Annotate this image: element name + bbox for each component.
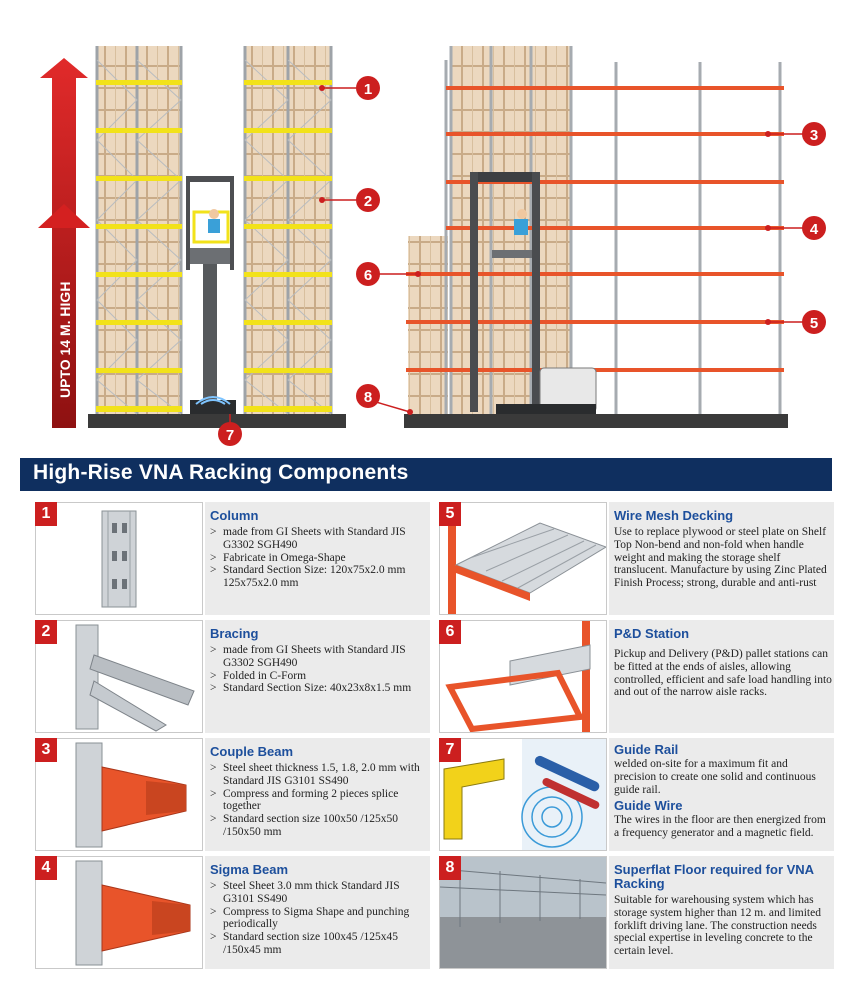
component-title: Wire Mesh Decking <box>614 508 734 523</box>
component-card-couple-beam: 3 Couple Beam Steel sheet thickness 1.5,… <box>35 738 430 851</box>
marker-6: 6 <box>364 267 372 284</box>
component-title: Superflat Floor required for VNA Racking <box>614 862 814 891</box>
component-description: Pickup and Delivery (P&D) pallet station… <box>614 648 832 699</box>
right-rack <box>406 46 784 414</box>
vna-racking-illustration: UPTO 14 M. HIGH <box>38 46 826 446</box>
component-title: Bracing <box>210 626 259 641</box>
marker-4: 4 <box>810 221 819 238</box>
left-floor <box>88 414 346 428</box>
component-title: Couple Beam <box>210 744 294 759</box>
couple-beam-image <box>35 738 203 851</box>
component-number: 8 <box>439 856 461 880</box>
component-card-column: 1 Column made from GI Sheets with Standa… <box>35 502 430 615</box>
component-description: welded on-site for a maximum fit and pre… <box>614 758 816 796</box>
component-specs: Steel Sheet 3.0 mm thick Standard JIS G3… <box>210 880 428 957</box>
component-specs: made from GI Sheets with Standard JIS G3… <box>210 644 428 695</box>
height-arrow <box>38 58 90 428</box>
left-rack-a <box>95 46 183 415</box>
column-image <box>35 502 203 615</box>
component-card-superflat-floor: 8 Superflat Floor required for VNA Racki… <box>439 856 834 969</box>
component-card-bracing: 2 Bracing made from GI Sheets with Stand… <box>35 620 430 733</box>
component-description: Use to replace plywood or steel plate on… <box>614 526 827 590</box>
component-number: 7 <box>439 738 461 762</box>
component-number: 4 <box>35 856 57 880</box>
marker-7: 7 <box>226 427 234 444</box>
component-card-pd-station: 6 P&D Station Pickup and Delivery (P&D) … <box>439 620 834 733</box>
component-specs: made from GI Sheets with Standard JIS G3… <box>210 526 428 590</box>
callout-markers: 1 2 3 4 5 6 7 8 <box>218 76 826 446</box>
guide-rail-image <box>439 738 607 851</box>
bracing-image <box>35 620 203 733</box>
component-card-guide-rail: 7 Guide Rail welded on-site for a maximu… <box>439 738 834 851</box>
component-number: 1 <box>35 502 57 526</box>
component-number: 5 <box>439 502 461 526</box>
component-specs: Steel sheet thickness 1.5, 1.8, 2.0 mm w… <box>210 762 428 839</box>
component-title: P&D Station <box>614 626 690 641</box>
marker-1: 1 <box>364 81 372 98</box>
wire-mesh-decking-image <box>439 502 607 615</box>
section-header: High-Rise VNA Racking Components <box>20 458 832 491</box>
component-number: 2 <box>35 620 57 644</box>
left-vna-truck <box>186 176 236 414</box>
section-title: High-Rise VNA Racking Components <box>33 461 409 484</box>
marker-5: 5 <box>810 315 818 332</box>
superflat-floor-image <box>439 856 607 969</box>
sigma-beam-image <box>35 856 203 969</box>
component-subdescription: The wires in the floor are then energize… <box>614 814 826 839</box>
component-number: 3 <box>35 738 57 762</box>
component-title: Column <box>210 508 259 523</box>
marker-3: 3 <box>810 127 818 144</box>
left-rack-b <box>243 46 333 415</box>
component-card-sigma-beam: 4 Sigma Beam Steel Sheet 3.0 mm thick St… <box>35 856 430 969</box>
component-card-wire-mesh-decking: 5 Wire Mesh Decking Use to replace plywo… <box>439 502 834 615</box>
height-label: UPTO 14 M. HIGH <box>57 282 73 398</box>
component-title: Sigma Beam <box>210 862 289 877</box>
marker-8: 8 <box>364 389 372 406</box>
right-floor <box>404 414 788 428</box>
pd-station-image <box>439 620 607 733</box>
component-title: Guide Rail <box>614 742 679 757</box>
marker-2: 2 <box>364 193 372 210</box>
component-number: 6 <box>439 620 461 644</box>
component-description: Suitable for warehousing system which ha… <box>614 894 821 958</box>
component-subtitle: Guide Wire <box>614 798 683 813</box>
right-vna-truck <box>470 172 597 414</box>
